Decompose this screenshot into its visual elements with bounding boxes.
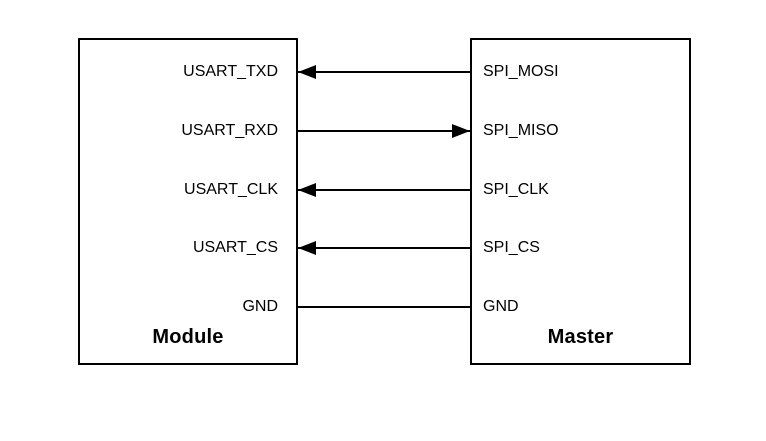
- arrow-left-icon: [298, 183, 316, 197]
- pin-label-spi-cs: SPI_CS: [483, 239, 540, 256]
- pin-label-usart-cs: USART_CS: [192, 239, 278, 256]
- pin-label-spi-mosi: SPI_MOSI: [483, 63, 559, 80]
- pin-label-spi-miso: SPI_MISO: [483, 122, 559, 139]
- arrow-right-icon: [452, 124, 470, 138]
- master-box: Master: [470, 38, 691, 365]
- wire-txd-mosi: [298, 71, 470, 73]
- wire-rxd-miso: [298, 130, 470, 132]
- wire-cs: [298, 247, 470, 249]
- arrow-left-icon: [298, 65, 316, 79]
- pin-label-spi-clk: SPI_CLK: [483, 181, 549, 198]
- pin-label-usart-rxd: USART_RXD: [181, 122, 278, 139]
- wire-clk: [298, 189, 470, 191]
- pin-label-gnd-right: GND: [483, 298, 519, 315]
- module-box: Module: [78, 38, 298, 365]
- wire-gnd: [298, 306, 470, 308]
- master-box-title: Master: [547, 326, 614, 348]
- pin-label-usart-txd: USART_TXD: [183, 63, 278, 80]
- pin-label-usart-clk: USART_CLK: [184, 181, 278, 198]
- module-box-title: Module: [152, 326, 224, 348]
- arrow-left-icon: [298, 241, 316, 255]
- pin-label-gnd-left: GND: [242, 298, 278, 315]
